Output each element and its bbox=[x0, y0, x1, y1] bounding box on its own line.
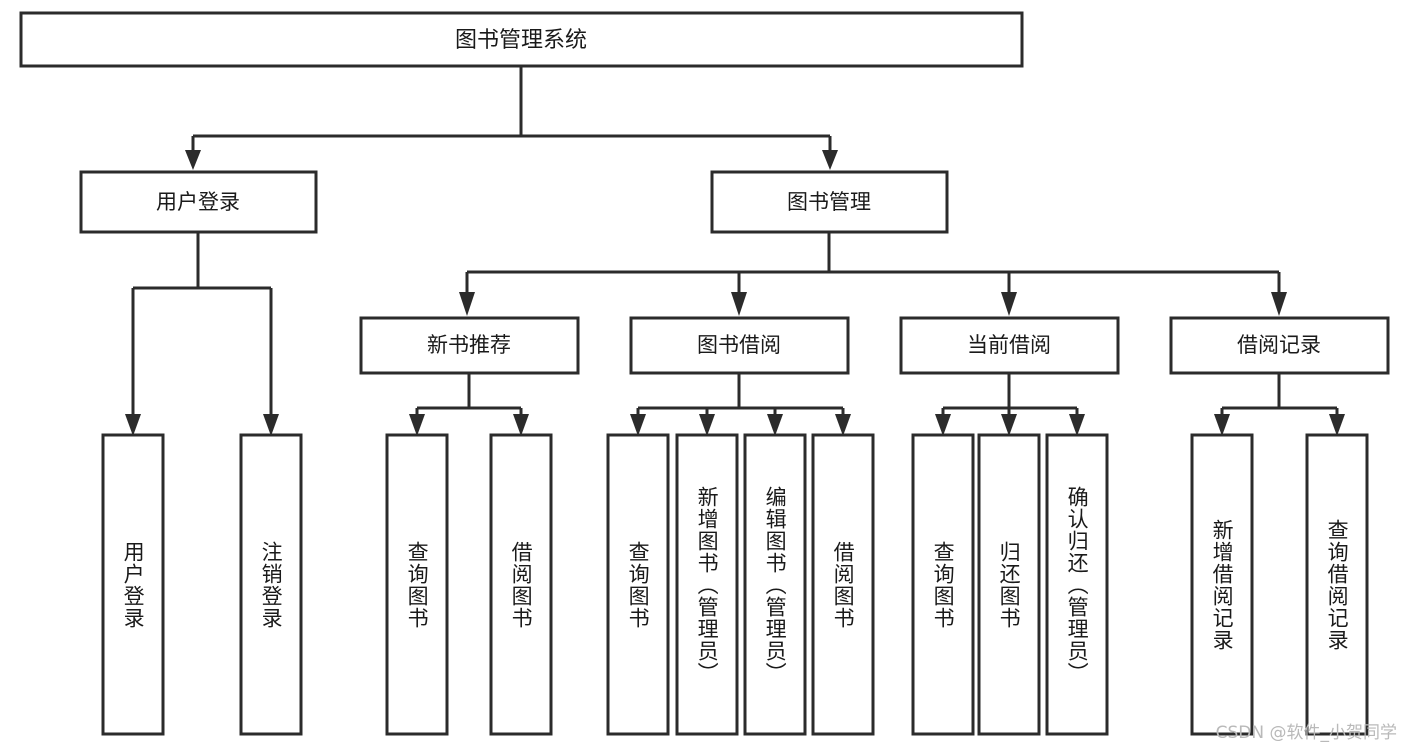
node-box-leaf-nbr-0[interactable] bbox=[385, 433, 449, 736]
node-box-leaf-bb-0[interactable] bbox=[606, 433, 670, 736]
arrowhead-login-leaf-2 bbox=[263, 414, 279, 436]
arrowhead-new-book-rec bbox=[459, 292, 475, 316]
node-box-new-book-rec[interactable] bbox=[359, 316, 580, 375]
node-box-book-borrow[interactable] bbox=[629, 316, 850, 375]
node-box-leaf-cb-2[interactable] bbox=[1045, 433, 1109, 736]
node-box-leaf-login-1[interactable] bbox=[239, 433, 303, 736]
node-box-leaf-nbr-1[interactable] bbox=[489, 433, 553, 736]
arrowhead-bb-leaf-2 bbox=[699, 414, 715, 436]
node-box-borrow-record[interactable] bbox=[1169, 316, 1390, 375]
arrowhead-bb-leaf-4 bbox=[835, 414, 851, 436]
arrowhead-bb-leaf-3 bbox=[767, 414, 783, 436]
node-box-leaf-bb-3[interactable] bbox=[811, 433, 875, 736]
node-label-login: 用户登录 bbox=[156, 190, 240, 214]
arrowhead-cb-leaf-3 bbox=[1069, 414, 1085, 436]
arrowhead-nbr-leaf-1 bbox=[409, 414, 425, 436]
node-label-new-book-rec: 新书推荐 bbox=[427, 333, 511, 357]
arrowhead-login bbox=[185, 150, 201, 170]
node-box-leaf-br-0[interactable] bbox=[1190, 433, 1254, 736]
arrowhead-br-leaf-2 bbox=[1329, 414, 1345, 436]
arrowhead-cb-leaf-2 bbox=[1001, 414, 1017, 436]
node-box-leaf-br-1[interactable] bbox=[1305, 433, 1369, 736]
arrowhead-nbr-leaf-2 bbox=[513, 414, 529, 436]
arrowhead-book-mgmt bbox=[822, 150, 838, 170]
node-label-book-mgmt: 图书管理 bbox=[787, 190, 871, 214]
arrowhead-login-leaf-1 bbox=[125, 414, 141, 436]
node-box-current-borrow[interactable] bbox=[899, 316, 1120, 375]
watermark-text: CSDN @软件_小贺同学 bbox=[1215, 723, 1397, 743]
arrowhead-book-borrow bbox=[731, 292, 747, 316]
node-box-leaf-login-0[interactable] bbox=[101, 433, 165, 736]
node-label-borrow-record: 借阅记录 bbox=[1237, 333, 1321, 357]
arrowhead-br-leaf-1 bbox=[1214, 414, 1230, 436]
node-box-leaf-cb-1[interactable] bbox=[977, 433, 1041, 736]
arrowhead-current-borrow bbox=[1001, 292, 1017, 316]
node-box-root[interactable] bbox=[19, 11, 1024, 68]
node-box-leaf-bb-2[interactable] bbox=[743, 433, 807, 736]
node-box-book-mgmt[interactable] bbox=[710, 170, 949, 234]
node-label-root: 图书管理系统 bbox=[455, 28, 587, 53]
node-box-leaf-cb-0[interactable] bbox=[911, 433, 975, 736]
node-label-book-borrow: 图书借阅 bbox=[697, 333, 781, 357]
node-box-leaf-bb-1[interactable] bbox=[675, 433, 739, 736]
arrowhead-bb-leaf-1 bbox=[630, 414, 646, 436]
node-label-current-borrow: 当前借阅 bbox=[967, 333, 1051, 357]
arrowhead-cb-leaf-1 bbox=[935, 414, 951, 436]
arrowhead-borrow-record bbox=[1271, 292, 1287, 316]
